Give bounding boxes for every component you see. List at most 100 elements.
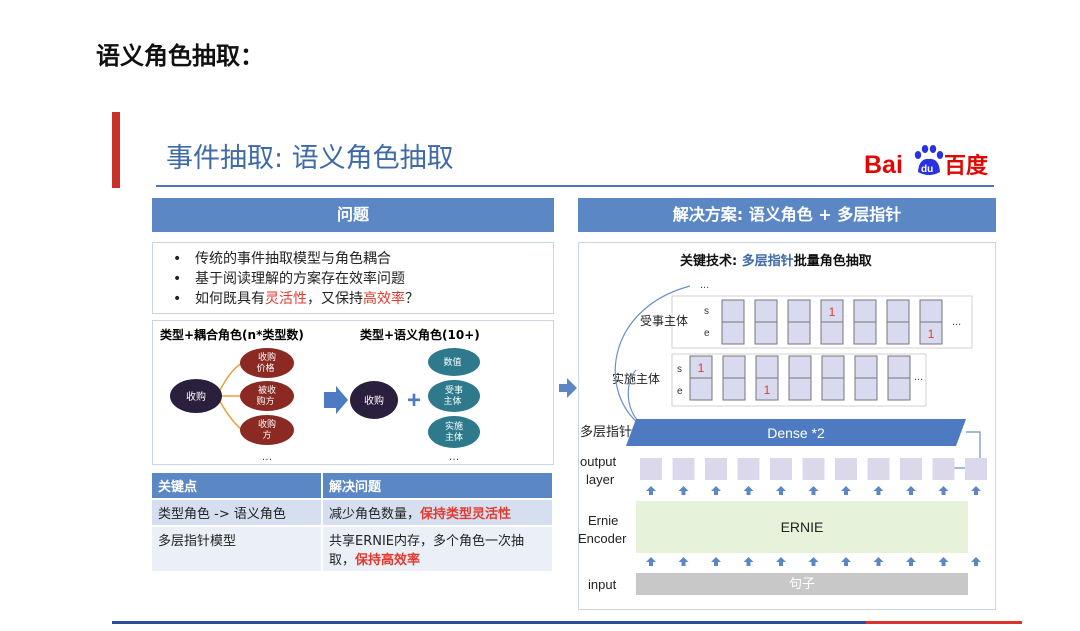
pointer-cell bbox=[821, 377, 845, 401]
output-cell bbox=[672, 458, 695, 480]
semantic-role-label: 类型+语义角色(10+) bbox=[360, 327, 480, 342]
pointer-cell bbox=[820, 321, 844, 345]
end-tag: e bbox=[704, 328, 710, 339]
pointer-architecture-diagram: ... 受事主体 实施主体 s e s e 11 11 ... ... 多层指针… bbox=[578, 279, 987, 595]
pointer-cell bbox=[919, 321, 943, 345]
up-arrow-icon bbox=[776, 486, 786, 495]
plus-icon: + bbox=[407, 387, 421, 414]
pointer-cell bbox=[853, 321, 877, 345]
semantic-child-node bbox=[428, 416, 480, 448]
table-cell: 多层指针模型 bbox=[152, 525, 323, 571]
multi-pointer-label: 多层指针 bbox=[580, 424, 632, 440]
up-arrow-icon bbox=[971, 557, 981, 566]
table-header: 关键点 bbox=[152, 473, 323, 499]
up-arrow-icon bbox=[743, 557, 754, 566]
pointer-cell bbox=[854, 377, 878, 401]
coupled-child-text: 收购 bbox=[258, 351, 276, 363]
pointer-cell bbox=[787, 299, 811, 323]
pointer-cell bbox=[754, 321, 778, 345]
problem-header: 问题 bbox=[152, 198, 554, 232]
pointer-cell bbox=[788, 355, 812, 379]
up-arrow-icon bbox=[678, 486, 689, 495]
curve-arrow-icon bbox=[614, 285, 691, 424]
output-cell bbox=[640, 458, 662, 480]
input-label: input bbox=[588, 577, 617, 592]
problem-bullets-box: 传统的事件抽取模型与角色耦合 基于阅读理解的方案存在效率问题 如何既具有灵活性，… bbox=[152, 242, 554, 314]
patient-cells: 11 bbox=[721, 299, 943, 345]
up-arrow-icon bbox=[906, 557, 916, 566]
up-arrow-icon bbox=[808, 557, 819, 566]
coupled-child-text: 收购 bbox=[258, 418, 276, 430]
logo-text-cn: 百度 bbox=[944, 153, 989, 179]
pointer-cell bbox=[722, 355, 746, 379]
semantic-child-node bbox=[428, 380, 480, 412]
ernie-side-label: Ernie bbox=[588, 513, 618, 528]
agent-label: 实施主体 bbox=[612, 371, 660, 386]
pointer-cell bbox=[887, 377, 911, 401]
output-label: output bbox=[580, 454, 617, 469]
semantic-root-text: 收购 bbox=[364, 394, 384, 407]
logo-text-bai: Bai bbox=[864, 151, 903, 179]
key-technique-title: 关键技术: 多层指针批量角色抽取 bbox=[680, 254, 872, 269]
output-cell bbox=[932, 458, 955, 480]
pointer-cell bbox=[919, 299, 943, 323]
highlight-flexibility: 灵活性 bbox=[265, 291, 307, 307]
table-cell: 共享ERNIE内存，多个角色一次抽取，保持高效率 bbox=[322, 525, 554, 571]
pointer-cell bbox=[821, 355, 845, 379]
pointer-cell bbox=[755, 355, 779, 379]
coupled-child-text: 被收 bbox=[258, 384, 276, 396]
up-arrow-row bbox=[646, 486, 981, 495]
problem-bullet-list: 传统的事件抽取模型与角色耦合 基于阅读理解的方案存在效率问题 如何既具有灵活性，… bbox=[153, 243, 553, 309]
output-label: layer bbox=[586, 472, 615, 487]
end-mark: 1 bbox=[928, 327, 935, 341]
end-tag: e bbox=[677, 386, 683, 397]
up-arrow-icon bbox=[711, 557, 721, 566]
pointer-cell bbox=[854, 355, 878, 379]
solution-header: 解决方案: 语义角色 + 多层指针 bbox=[578, 198, 996, 232]
keypoint-table: 关键点 解决问题 类型角色 -> 语义角色 减少角色数量，保持类型灵活性 多层指… bbox=[152, 473, 554, 571]
role-diagram: 类型+耦合角色(n*类型数) 类型+语义角色(10+) 收购 收购价格 被收购方… bbox=[160, 327, 480, 463]
agent-row-ellipsis: ... bbox=[914, 371, 923, 383]
diagram-arrow-icon bbox=[324, 386, 348, 414]
output-cell bbox=[965, 458, 987, 480]
semantic-child-node bbox=[428, 348, 480, 376]
table-cell: 类型角色 -> 语义角色 bbox=[152, 498, 323, 526]
coupled-child-node bbox=[240, 348, 294, 378]
coupled-root-text: 收购 bbox=[186, 390, 206, 403]
svg-text:数值 受事主体 实施主体: 数值 受事主体 实施主体 bbox=[444, 356, 465, 443]
start-tag: s bbox=[677, 364, 682, 375]
title-divider bbox=[156, 185, 994, 187]
table-row: 类型角色 -> 语义角色 减少角色数量，保持类型灵活性 bbox=[152, 498, 554, 526]
semantic-child-text: 实施 bbox=[445, 420, 463, 432]
pointer-cell bbox=[887, 355, 911, 379]
coupled-child-node bbox=[240, 415, 294, 445]
semantic-child-text: 受事 bbox=[445, 384, 463, 396]
page-heading: 语义角色抽取： bbox=[96, 42, 264, 70]
slide-accent-bar bbox=[112, 112, 120, 188]
dense-label: Dense *2 bbox=[767, 425, 825, 441]
table-header: 解决问题 bbox=[322, 473, 554, 499]
up-arrow-icon bbox=[906, 486, 916, 495]
pointer-cell bbox=[721, 321, 745, 345]
up-arrow-icon bbox=[646, 557, 656, 566]
start-mark: 1 bbox=[829, 305, 836, 319]
input-sentence: 句子 bbox=[789, 576, 815, 591]
up-arrow-icon bbox=[873, 557, 884, 566]
up-arrow-icon bbox=[776, 557, 786, 566]
up-arrow-icon bbox=[971, 486, 981, 495]
ernie-side-label: Encoder bbox=[578, 531, 627, 546]
up-arrow-row bbox=[646, 557, 981, 566]
up-arrow-icon bbox=[873, 486, 884, 495]
table-cell: 减少角色数量，保持类型灵活性 bbox=[322, 498, 554, 526]
up-arrow-icon bbox=[808, 486, 819, 495]
svg-text:收购价格 被收购方 收购方: 收购价格 被收购方 收购方 bbox=[257, 351, 278, 441]
ernie-block bbox=[636, 501, 968, 553]
up-arrow-icon bbox=[841, 557, 851, 566]
problem-bullet: 基于阅读理解的方案存在效率问题 bbox=[173, 269, 553, 289]
output-cell bbox=[705, 458, 727, 480]
coupled-ellipsis: … bbox=[262, 451, 273, 463]
ernie-label: ERNIE bbox=[781, 519, 824, 535]
output-cell bbox=[867, 458, 890, 480]
pointer-cell bbox=[754, 299, 778, 323]
input-block bbox=[636, 573, 968, 595]
